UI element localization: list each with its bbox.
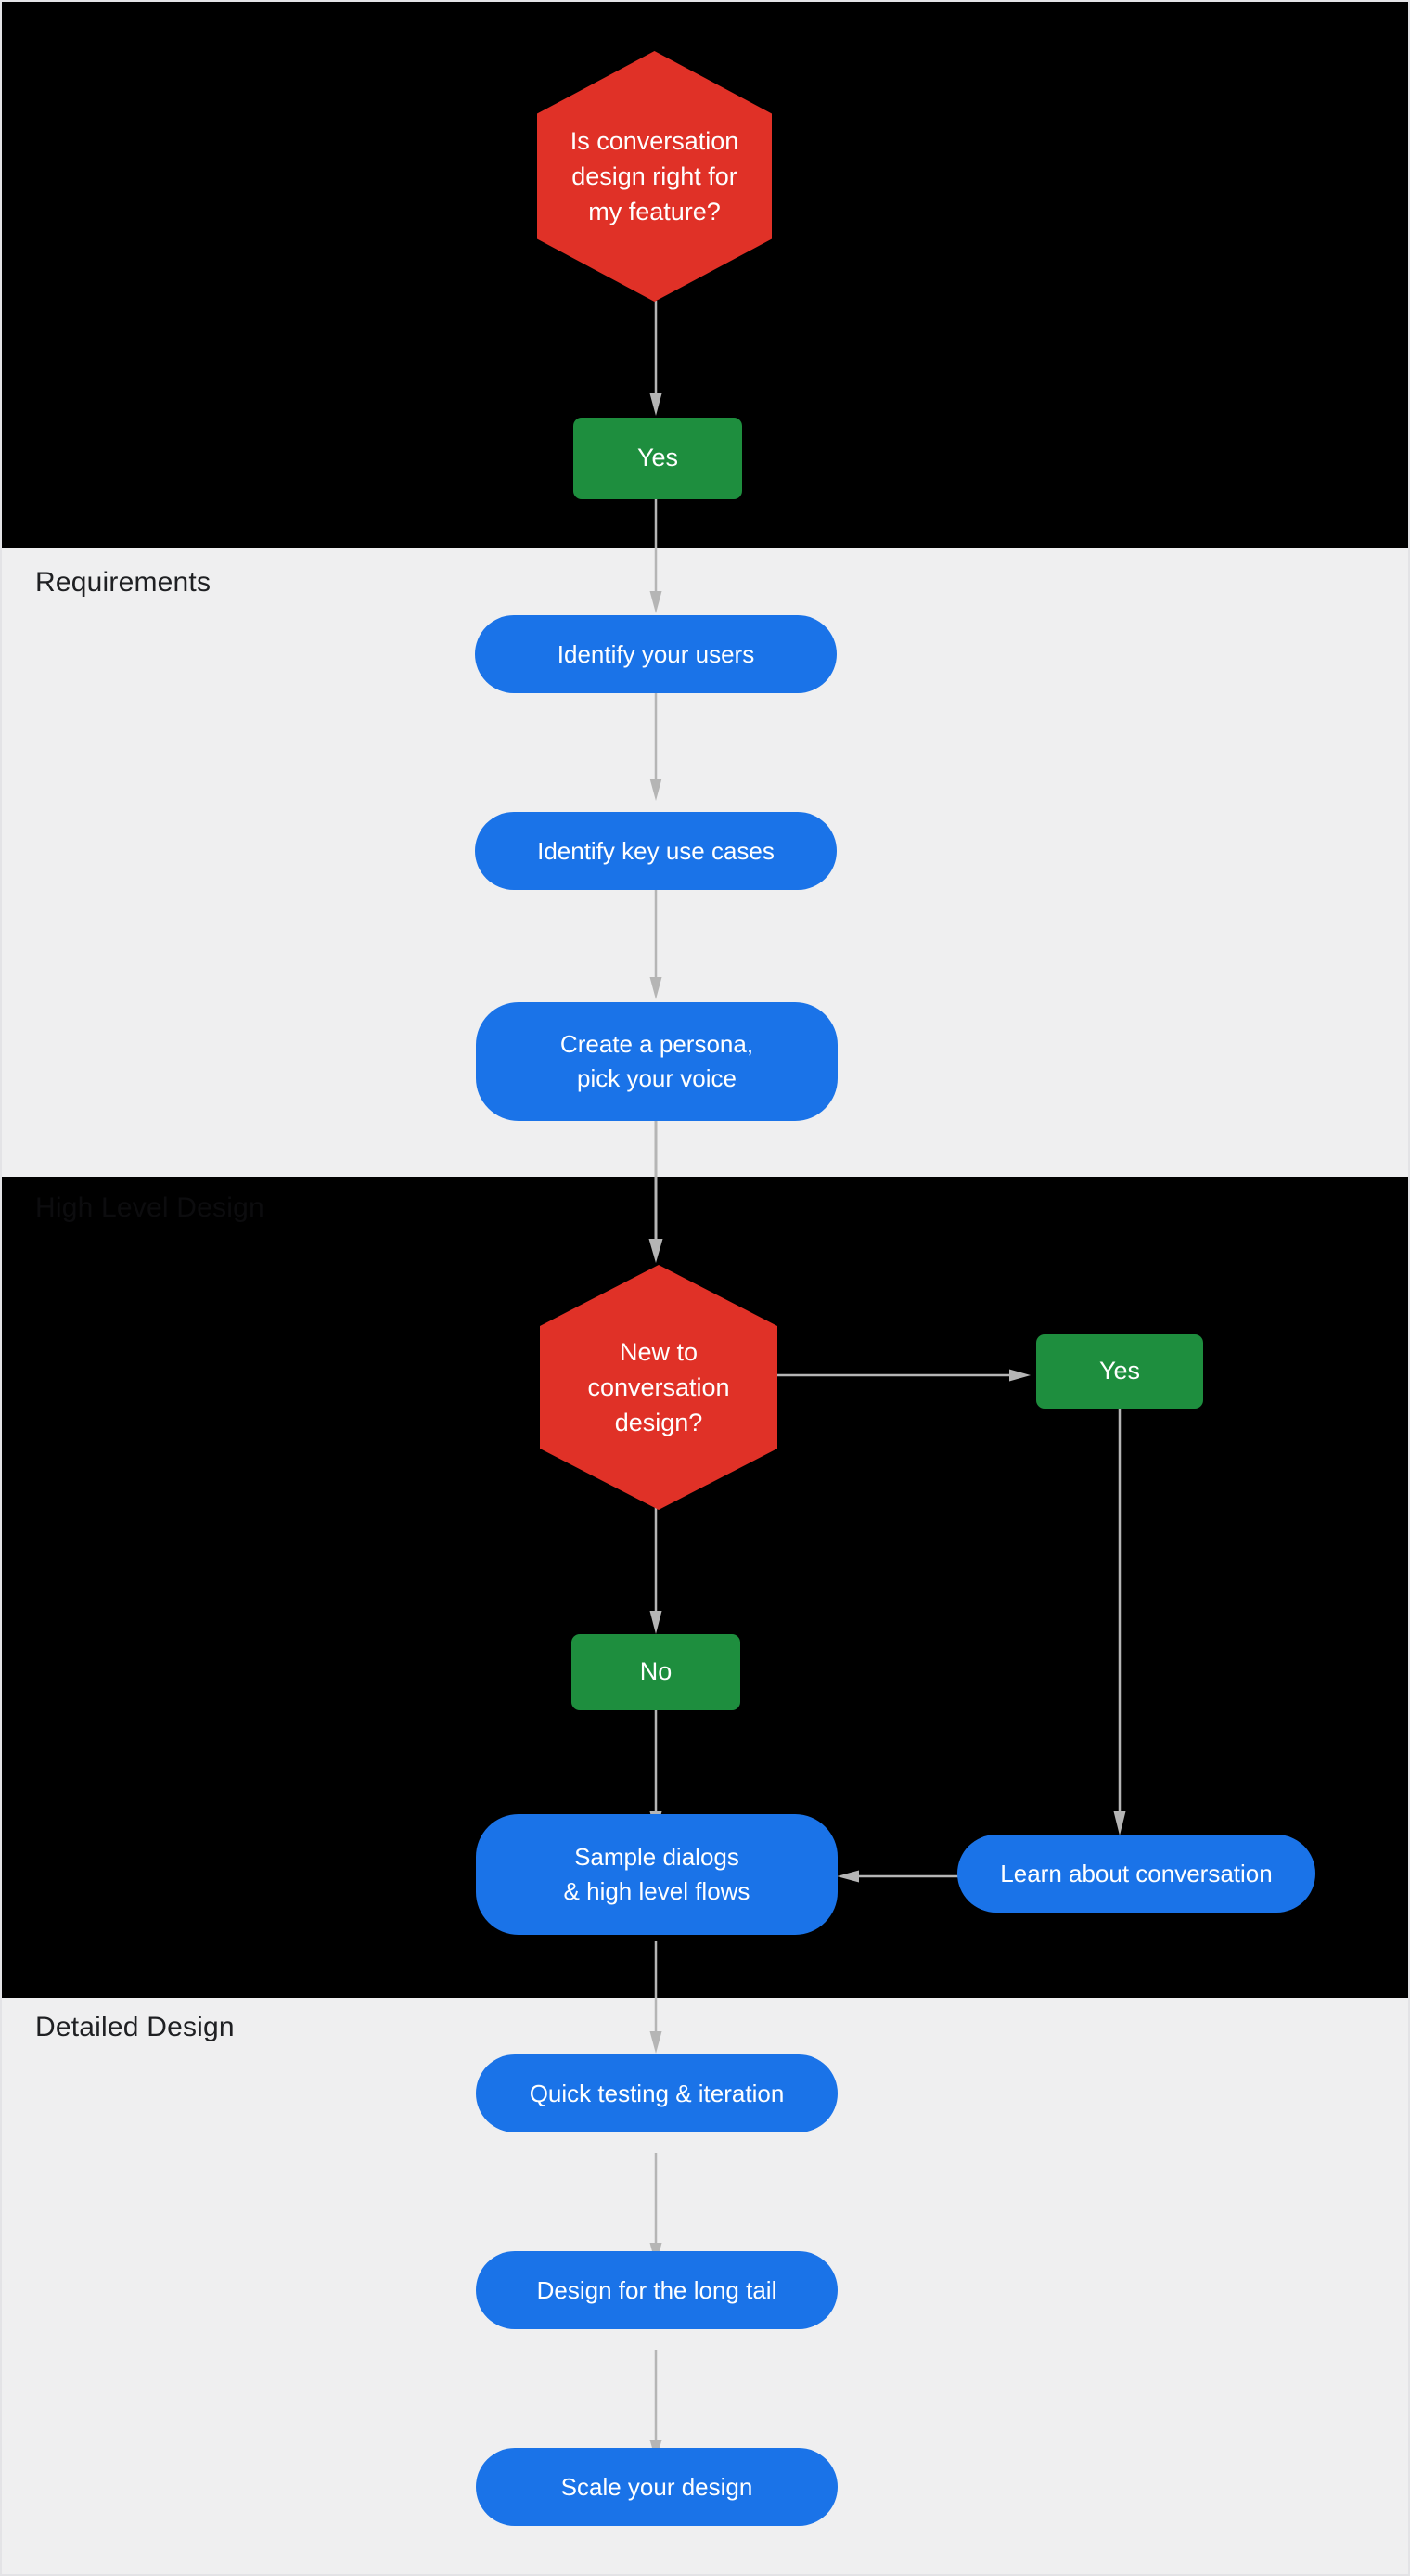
step-node-label: Scale your design: [560, 2472, 753, 2501]
decision-node-text: New to conversation design?: [587, 1334, 729, 1441]
connector-quick-testing-to-long-tail: [647, 2153, 665, 2266]
connector-usecases-to-create-persona: [647, 889, 665, 1000]
step-node-label: Identify your users: [557, 639, 755, 668]
step-node-text-line: pick your voice: [577, 1064, 737, 1092]
step-node-text-line: Sample dialogs: [574, 1843, 739, 1872]
answer-node-label: No: [639, 1657, 673, 1686]
connector-identify-users-to-usecases: [647, 692, 665, 802]
connector-decision1-to-yes1: [647, 301, 665, 417]
step-node-text: Sample dialogs & high level flows: [564, 1840, 750, 1909]
step-node-text-line: Create a persona,: [559, 1030, 754, 1059]
step-node-identify-your-users[interactable]: Identify your users: [475, 615, 837, 693]
step-node-quick-testing-iteration[interactable]: Quick testing & iteration: [476, 2054, 838, 2132]
decision-node-text-line: my feature?: [588, 198, 721, 226]
step-node-label: Quick testing & iteration: [529, 2079, 785, 2107]
decision-node-new-to-conversation-design[interactable]: New to conversation design?: [540, 1265, 777, 1510]
connector-long-tail-to-scale-design: [647, 2350, 665, 2463]
connector-learn-conversation-to-sample-dialogs: [837, 1867, 959, 1886]
decision-node-text-line: conversation: [587, 1372, 730, 1401]
answer-node-label: Yes: [1098, 1357, 1141, 1385]
step-node-learn-about-conversation[interactable]: Learn about conversation: [957, 1835, 1315, 1913]
connector-create-persona-to-decision2: [647, 1120, 665, 1264]
connector-decision2-to-no2: [647, 1505, 665, 1635]
step-node-scale-your-design[interactable]: Scale your design: [476, 2448, 838, 2526]
decision-node-is-conversation-design-right[interactable]: Is conversation design right for my feat…: [537, 51, 772, 302]
decision-node-text-line: New to: [619, 1337, 699, 1366]
decision-node-text-line: design?: [614, 1409, 703, 1437]
answer-node-no-2[interactable]: No: [571, 1634, 740, 1710]
section-label-high-level-design: High Level Design: [35, 1192, 264, 1223]
decision-node-text-line: Is conversation: [570, 126, 739, 155]
decision-node-text: Is conversation design right for my feat…: [570, 123, 739, 230]
step-node-text-line: & high level flows: [563, 1877, 750, 1905]
answer-node-yes-1[interactable]: Yes: [573, 418, 742, 499]
connector-yes2-to-learn-conversation: [1110, 1408, 1129, 1836]
step-node-label: Design for the long tail: [536, 2275, 777, 2304]
connector-decision2-to-yes2: [774, 1366, 1032, 1385]
section-label-requirements: Requirements: [35, 567, 212, 598]
step-node-label: Learn about conversation: [1000, 1859, 1273, 1887]
section-label-detailed-design: Detailed Design: [35, 2012, 235, 2042]
step-node-identify-key-use-cases[interactable]: Identify key use cases: [475, 812, 837, 890]
step-node-label: Identify key use cases: [537, 836, 775, 865]
step-node-design-for-the-long-tail[interactable]: Design for the long tail: [476, 2251, 838, 2329]
answer-node-yes-2[interactable]: Yes: [1036, 1334, 1203, 1409]
connector-yes1-to-identify-users: [647, 498, 665, 614]
decision-node-text-line: design right for: [571, 161, 737, 190]
connector-sample-dialogs-to-quick-testing: [647, 1941, 665, 2054]
step-node-text: Create a persona, pick your voice: [560, 1027, 753, 1096]
step-node-sample-dialogs-high-level-flows[interactable]: Sample dialogs & high level flows: [476, 1814, 838, 1935]
step-node-create-a-persona[interactable]: Create a persona, pick your voice: [476, 1002, 838, 1121]
answer-node-label: Yes: [636, 444, 679, 472]
